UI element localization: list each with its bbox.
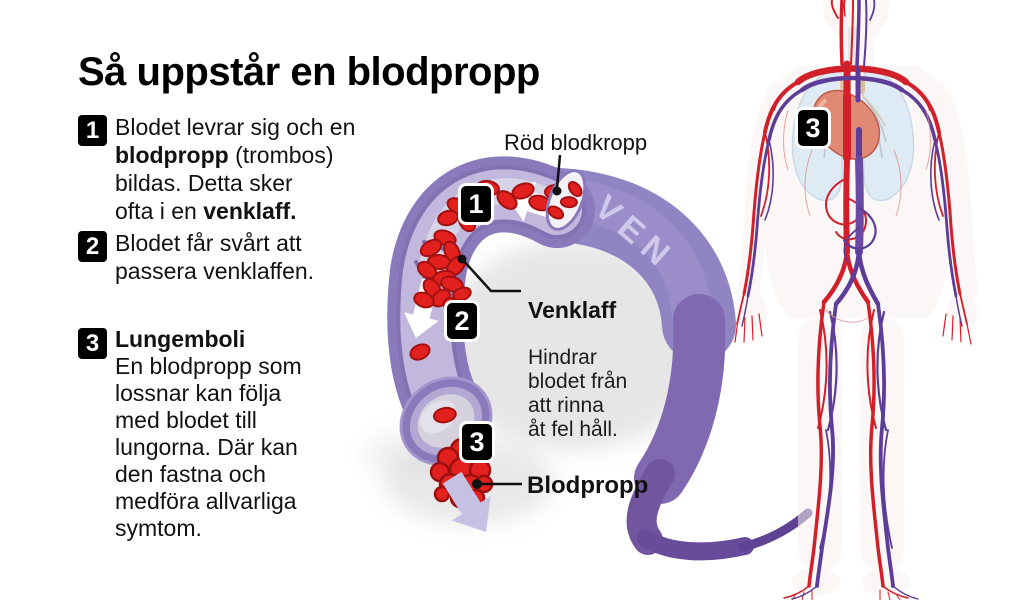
step-2-number-badge: 2 (78, 231, 107, 262)
step-3-text: Lungemboli En blodpropp som lossnar kan … (115, 326, 302, 541)
step-3-number-badge: 3 (78, 328, 107, 359)
leader-lines (457, 154, 562, 489)
clot-travel-arrow (442, 471, 491, 532)
label-red-blood-cell: Röd blodkropp (504, 130, 648, 155)
leader-venklaff (461, 258, 521, 293)
step-3: 3 Lungemboli En blodpropp som lossnar ka… (78, 326, 415, 542)
body-figure-illustration (734, 0, 978, 600)
label-venklaff: Venklaff Hindrar blodet från att rinna å… (528, 279, 658, 460)
vein-marker-3-badge: 3 (462, 424, 492, 460)
step-1-number-badge: 1 (78, 115, 107, 146)
veins (741, 0, 963, 600)
leader-dot-red-blood-cell (552, 186, 562, 196)
step-2: 2 Blodet får svårt att passera venklaffe… (78, 229, 415, 285)
arteries (734, 0, 972, 600)
capillaries (783, 109, 931, 323)
step-1: 1 Blodet levrar sig och en blodpropp (tr… (78, 113, 415, 225)
label-blodpropp: Blodpropp (527, 472, 649, 499)
leader-red-blood-cell (555, 154, 562, 189)
leader-dot-venklaff (457, 254, 467, 264)
vein-marker-1-badge: 1 (461, 186, 491, 222)
leader-dot-blodpropp (472, 479, 482, 489)
label-venklaff-title: Venklaff (528, 297, 617, 323)
vein-marker-2-badge: 2 (447, 303, 477, 339)
label-venklaff-description: Hindrar blodet från att rinna åt fel hål… (528, 346, 628, 441)
step-1-text: Blodet levrar sig och en blodpropp (trom… (115, 114, 356, 224)
step-2-text: Blodet får svårt att passera venklaffen. (115, 230, 315, 284)
body-marker-3-badge: 3 (798, 110, 828, 146)
page-title: Så uppstår en blodpropp (78, 50, 540, 94)
